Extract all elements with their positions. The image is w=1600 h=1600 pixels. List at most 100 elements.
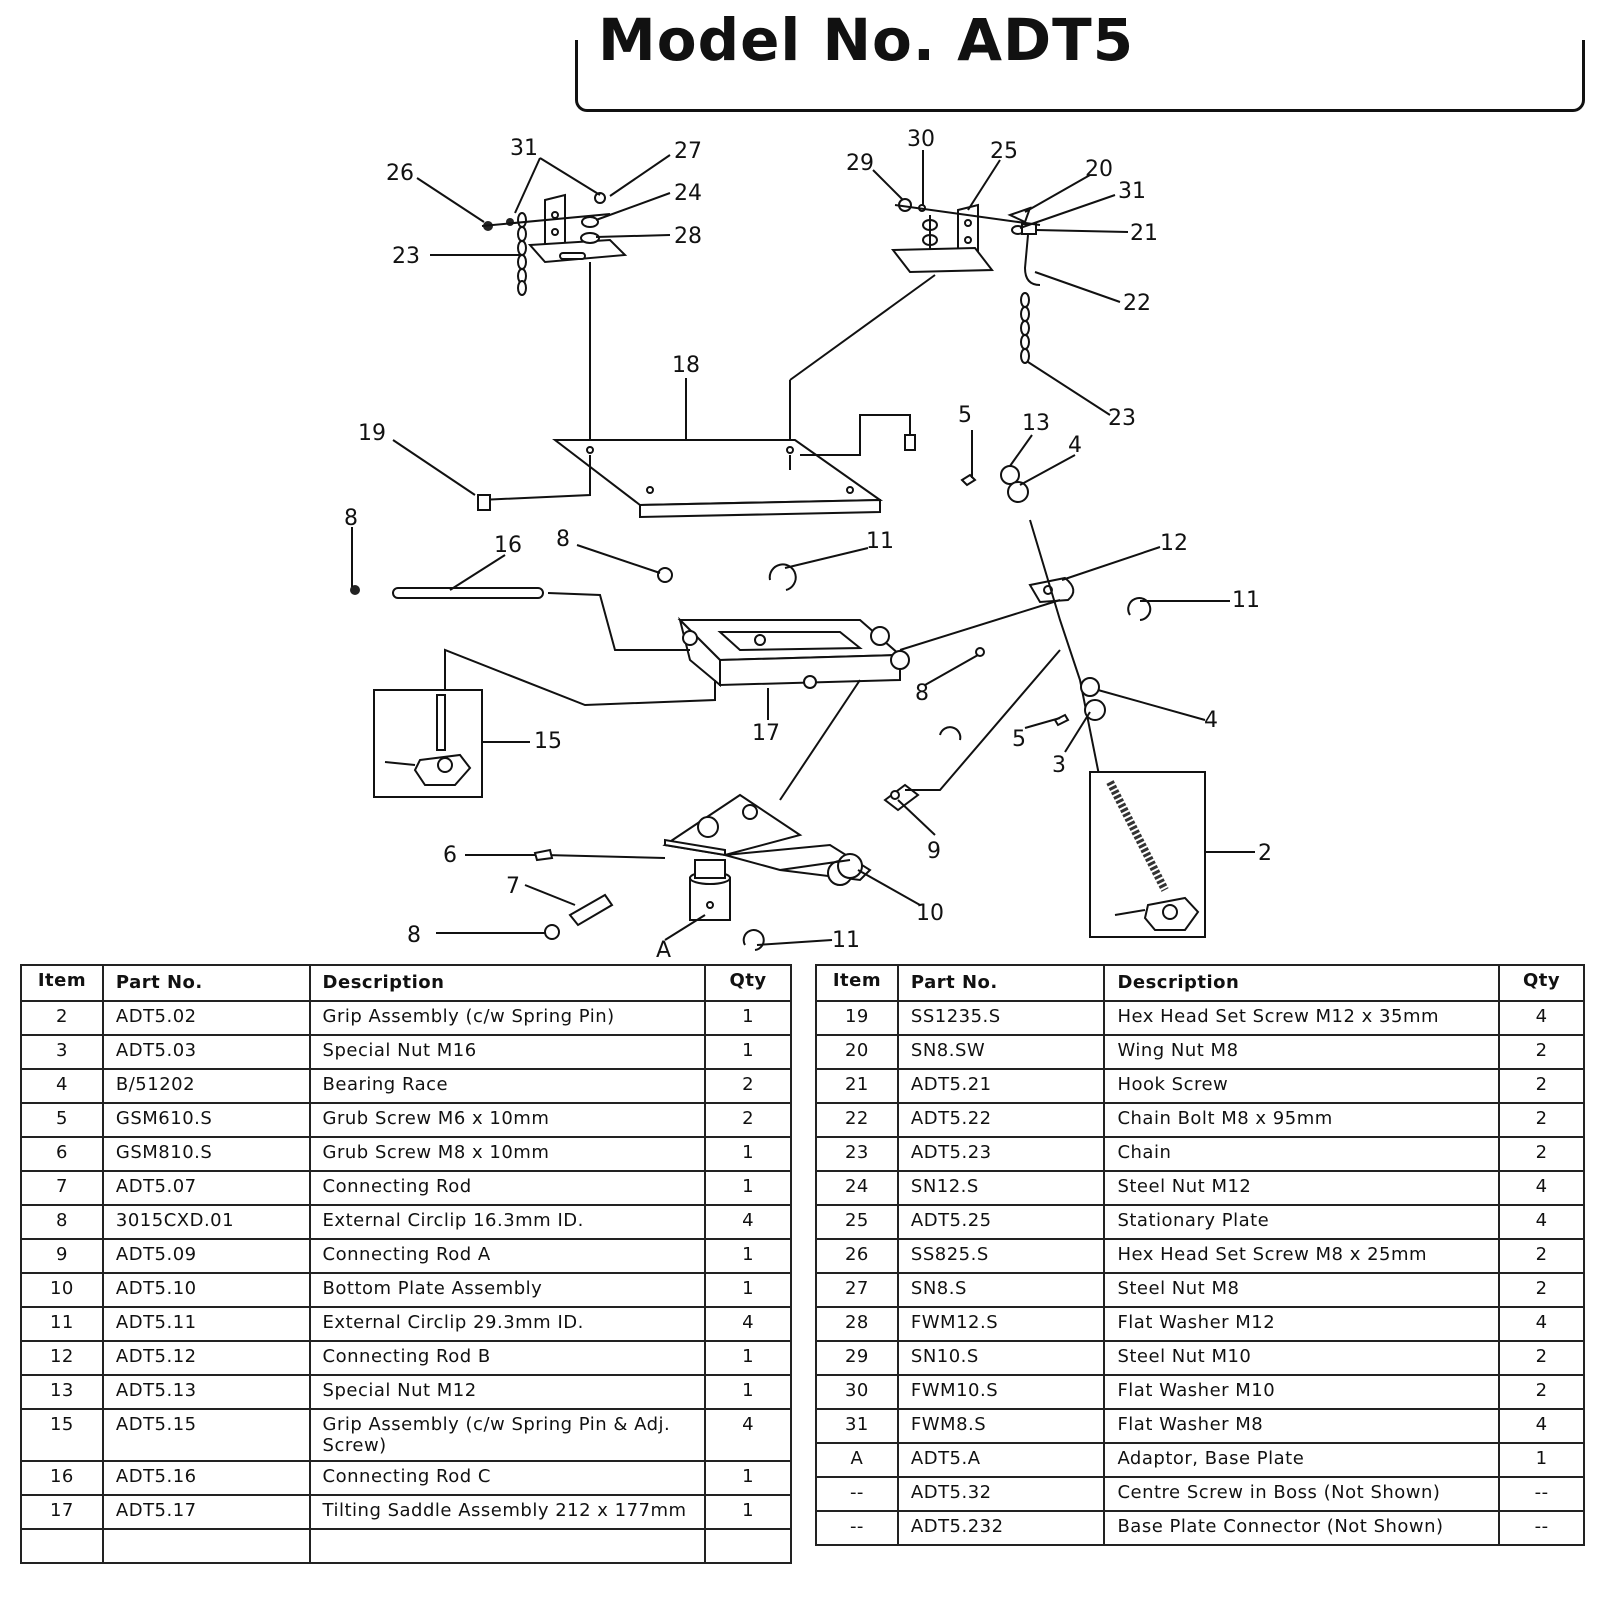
callout-18: 18 <box>672 353 700 378</box>
callout-23: 23 <box>392 244 420 269</box>
saddle-plate <box>477 414 916 519</box>
parts-drawing: 31 27 26 24 28 23 30 29 25 20 31 21 22 2… <box>344 127 1272 963</box>
grip-assembly-2 <box>1089 771 1255 938</box>
tilting-saddle <box>677 616 910 689</box>
callout-12: 12 <box>1160 531 1188 556</box>
callout-16: 16 <box>494 533 522 558</box>
circlip-8 <box>657 567 673 583</box>
callout-5b: 5 <box>1012 727 1026 752</box>
header-part-no: Part No. <box>101 964 311 1002</box>
title-box: Model No. ADT5 <box>575 6 1585 112</box>
circlip-11 <box>768 563 797 591</box>
model-title: Model No. ADT5 <box>598 6 1135 74</box>
callout-31b: 31 <box>1118 179 1146 204</box>
circlip-11b <box>1127 597 1152 621</box>
callout-5: 5 <box>958 403 972 428</box>
header-qty: Qty <box>704 964 792 1002</box>
callout-21: 21 <box>1130 221 1158 246</box>
callout-8: 8 <box>344 506 358 531</box>
leader-lines <box>351 150 1230 946</box>
callout-30: 30 <box>907 127 935 152</box>
header-description: Description <box>308 964 707 1002</box>
callout-28: 28 <box>674 224 702 249</box>
connecting-rod-c <box>350 585 690 651</box>
callout-4: 4 <box>1068 433 1082 458</box>
chain-left <box>517 212 527 296</box>
table-row-cut-off <box>20 1528 792 1564</box>
grip-assembly-15 <box>373 648 716 798</box>
callout-8b: 8 <box>556 527 570 552</box>
callout-10: 10 <box>916 901 944 926</box>
callout-24: 24 <box>674 181 702 206</box>
header-item: Item <box>815 964 899 1002</box>
callout-11: 11 <box>866 529 894 554</box>
callout-31: 31 <box>510 136 538 161</box>
callout-13: 13 <box>1022 411 1050 436</box>
header-description: Description <box>1103 964 1501 1002</box>
callout-23b: 23 <box>1108 406 1136 431</box>
callout-11b: 11 <box>1232 588 1260 613</box>
table-header-row: Item Part No. Description Qty <box>815 964 1585 1002</box>
callout-25: 25 <box>990 139 1018 164</box>
callout-7: 7 <box>506 874 520 899</box>
table-header-row: Item Part No. Description Qty <box>20 964 792 1002</box>
header-qty: Qty <box>1498 964 1585 1002</box>
bottom-plate-assembly <box>533 649 1061 951</box>
right-bracket-assembly <box>789 198 1041 440</box>
exploded-diagram: Model No. ADT5 <box>344 6 1585 963</box>
callout-15: 15 <box>534 729 562 754</box>
callout-4b: 4 <box>1204 708 1218 733</box>
chain-right <box>1020 292 1030 364</box>
callout-19: 19 <box>358 421 386 446</box>
callout-8d: 8 <box>407 923 421 948</box>
callout-9: 9 <box>927 839 941 864</box>
left-bracket-assembly <box>481 192 628 440</box>
callout-11c: 11 <box>832 928 860 953</box>
callout-8c: 8 <box>915 681 929 706</box>
callout-3: 3 <box>1052 753 1066 778</box>
callout-6: 6 <box>443 843 457 868</box>
callout-A: A <box>656 938 671 963</box>
callout-2: 2 <box>1258 841 1272 866</box>
callouts: 31 27 26 24 28 23 30 29 25 20 31 21 22 2… <box>344 127 1272 963</box>
header-part-no: Part No. <box>896 964 1106 1002</box>
callout-26: 26 <box>386 161 414 186</box>
callout-22: 22 <box>1123 291 1151 316</box>
callout-27: 27 <box>674 139 702 164</box>
header-item: Item <box>20 964 104 1002</box>
